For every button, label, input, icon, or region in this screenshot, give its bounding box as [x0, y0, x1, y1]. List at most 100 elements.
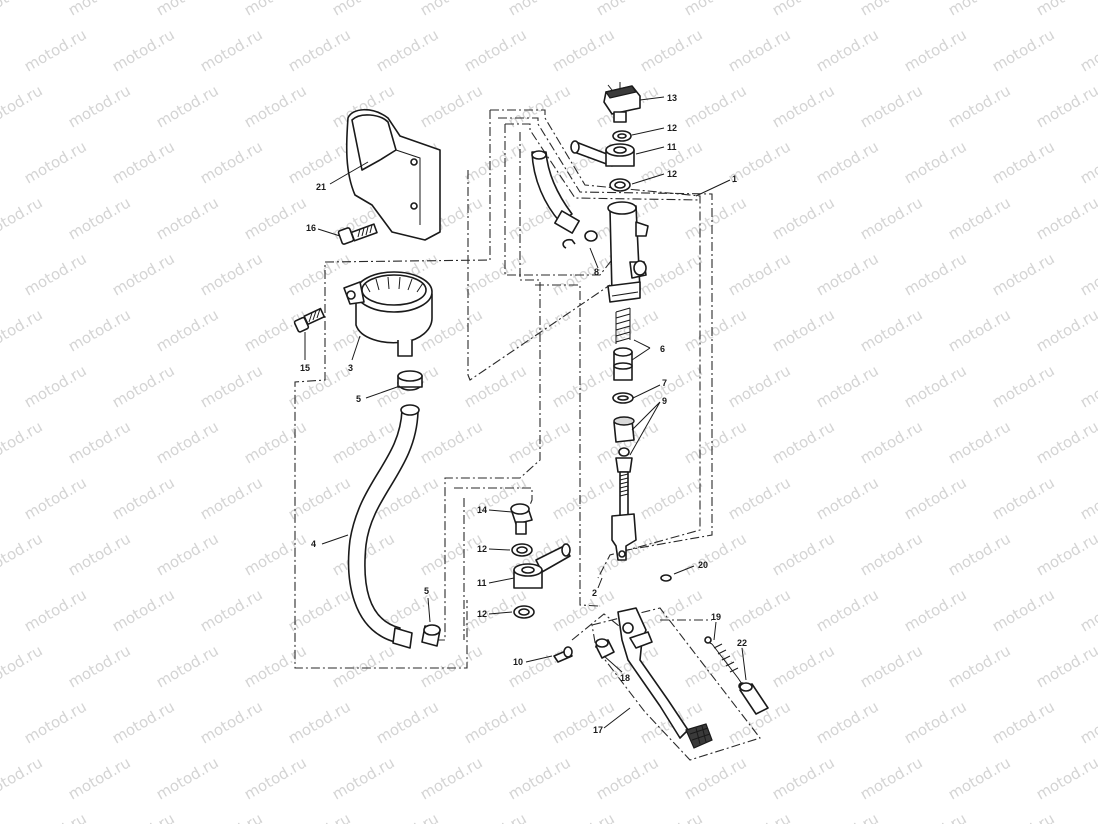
watermark-text: motod.ru — [65, 753, 134, 803]
watermark-text: motod.ru — [373, 809, 442, 824]
callout-7: 7 — [662, 378, 667, 388]
watermark-text: motod.ru — [945, 753, 1014, 803]
bolt-part-15 — [293, 307, 326, 333]
watermark-text: motod.ru — [813, 25, 882, 75]
watermark-text: motod.ru — [1077, 361, 1098, 411]
watermark-text: motod.ru — [0, 25, 2, 75]
outline-pedal-pivot — [571, 613, 712, 641]
watermark-text: motod.ru — [197, 697, 266, 747]
watermark-text: motod.ru — [945, 193, 1014, 243]
outline-inner-1 — [498, 117, 713, 553]
outline-bracket — [467, 170, 611, 381]
watermark-text: motod.ru — [945, 81, 1014, 131]
watermark-text: motod.ru — [109, 361, 178, 411]
watermark-text: motod.ru — [1033, 81, 1098, 131]
watermark-text: motod.ru — [769, 0, 838, 19]
watermark-text: motod.ru — [945, 529, 1014, 579]
watermark-text: motod.ru — [813, 137, 882, 187]
callout-18: 18 — [620, 673, 630, 683]
watermark-text: motod.ru — [945, 641, 1014, 691]
reservoir-pipe-part — [531, 150, 598, 249]
watermark-text: motod.ru — [549, 809, 618, 824]
watermark-text: motod.ru — [0, 641, 46, 691]
watermark-text: motod.ru — [857, 193, 926, 243]
watermark-text: motod.ru — [241, 193, 310, 243]
callout-21: 21 — [316, 182, 326, 192]
watermark-text: motod.ru — [0, 361, 2, 411]
watermark-text: motod.ru — [197, 249, 266, 299]
watermark-text: motod.ru — [769, 81, 838, 131]
watermark-text: motod.ru — [21, 249, 90, 299]
watermark-text: motod.ru — [241, 529, 310, 579]
watermark-text: motod.ru — [0, 193, 46, 243]
watermark-text: motod.ru — [461, 809, 530, 824]
watermark-text: motod.ru — [857, 417, 926, 467]
watermark-text: motod.ru — [109, 137, 178, 187]
watermark-text: motod.ru — [549, 25, 618, 75]
watermark-text: motod.ru — [725, 361, 794, 411]
watermark-text: motod.ru — [0, 753, 46, 803]
watermark-text: motod.ru — [857, 753, 926, 803]
watermark-text: motod.ru — [0, 697, 2, 747]
callout-12-d: 12 — [477, 609, 487, 619]
callout-labels: 13 12 11 12 1 21 16 8 6 15 3 5 7 9 14 4 … — [300, 93, 747, 735]
watermark-text: motod.ru — [241, 641, 310, 691]
piston-part-6 — [613, 347, 633, 381]
watermark-text: motod.ru — [197, 809, 266, 824]
callout-19: 19 — [711, 612, 721, 622]
watermark-text: motod.ru — [109, 809, 178, 824]
sleeve-part-22 — [739, 682, 769, 715]
watermark-text: motod.ru — [285, 809, 354, 824]
watermark-text: motod.ru — [197, 585, 266, 635]
callout-5-lower: 5 — [424, 586, 429, 596]
watermark-text: motod.ru — [0, 0, 46, 19]
watermark-text: motod.ru — [681, 305, 750, 355]
callout-5-upper: 5 — [356, 394, 361, 404]
callout-22: 22 — [737, 638, 747, 648]
watermark-text: motod.ru — [21, 361, 90, 411]
watermark-text: motod.ru — [1077, 137, 1098, 187]
watermark-text: motod.ru — [329, 641, 398, 691]
watermark-text: motod.ru — [505, 753, 574, 803]
watermark-text: motod.ru — [197, 361, 266, 411]
watermark-text: motod.ru — [901, 249, 970, 299]
hose-clamp-part-5-lower — [421, 624, 441, 647]
hose-clamp-part-5-upper — [397, 370, 423, 391]
watermark-text: motod.ru — [681, 0, 750, 19]
callout-12-b: 12 — [667, 169, 677, 179]
watermark-text: motod.ru — [857, 0, 926, 19]
banjo-part-11-upper — [570, 140, 635, 167]
watermark-text: motod.ru — [989, 697, 1058, 747]
watermark-text: motod.ru — [285, 249, 354, 299]
watermark-text: motod.ru — [65, 417, 134, 467]
watermark-text: motod.ru — [505, 305, 574, 355]
watermark-text: motod.ru — [65, 529, 134, 579]
watermark-text: motod.ru — [1077, 25, 1098, 75]
watermark-text: motod.ru — [21, 585, 90, 635]
watermark-text: motod.ru — [197, 473, 266, 523]
watermark-text: motod.ru — [901, 809, 970, 824]
watermark-text: motod.ru — [461, 697, 530, 747]
watermark-text: motod.ru — [373, 25, 442, 75]
watermark-text: motod.ru — [989, 249, 1058, 299]
watermark-text: motod.ru — [1077, 249, 1098, 299]
washer-part-12-lower-b — [513, 605, 535, 619]
watermark-text: motod.ru — [769, 305, 838, 355]
callout-11-b: 11 — [477, 578, 487, 588]
watermark-text: motod.ru — [285, 697, 354, 747]
watermark-text: motod.ru — [769, 529, 838, 579]
bolt-part-16 — [337, 223, 378, 245]
callout-13: 13 — [667, 93, 677, 103]
callout-17: 17 — [593, 725, 603, 735]
watermark-text: motod.ru — [153, 305, 222, 355]
pin-part-10 — [553, 646, 573, 663]
watermark-text: motod.ru — [725, 473, 794, 523]
watermark-text: motod.ru — [153, 0, 222, 19]
watermark-text: motod.ru — [285, 25, 354, 75]
watermark-text: motod.ru — [461, 361, 530, 411]
hose-part-4 — [347, 404, 420, 649]
watermark-text: motod.ru — [241, 753, 310, 803]
callout-12-c: 12 — [477, 544, 487, 554]
watermark-text: motod.ru — [505, 0, 574, 19]
